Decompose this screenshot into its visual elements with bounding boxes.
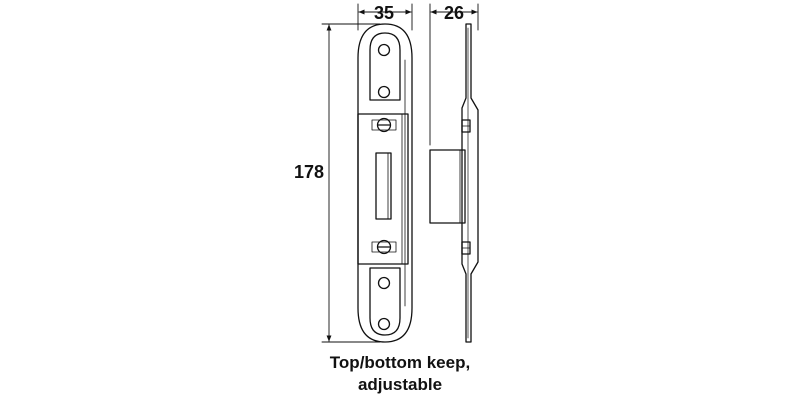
- side-box-housing: [429, 149, 466, 224]
- latch-aperture: [375, 152, 392, 220]
- dimension-depth-label: 26: [444, 3, 464, 23]
- caption-line-1: Top/bottom keep,: [329, 353, 471, 372]
- dimension-height-label: 178: [294, 162, 324, 182]
- top-screw-hole-2: [377, 85, 391, 99]
- side-view: [429, 23, 479, 343]
- dimension-width: [357, 3, 413, 31]
- bottom-screw-hole-2: [377, 317, 391, 331]
- caption-line-2: adjustable: [357, 375, 443, 394]
- side-stud-bottom: [461, 241, 471, 255]
- front-view: [357, 23, 413, 343]
- side-stud-top: [461, 119, 471, 133]
- caption: Top/bottom keep, adjustable: [280, 352, 520, 396]
- strike-block: [357, 113, 409, 265]
- dimension-height: [321, 23, 381, 343]
- dimension-depth: [429, 3, 479, 146]
- bottom-slot-recess: [369, 267, 401, 336]
- adjuster-screw-bottom: [371, 239, 397, 255]
- bottom-screw-hole-1: [377, 276, 391, 290]
- top-slot-recess: [369, 32, 401, 101]
- dimension-width-label: 35: [374, 3, 394, 23]
- adjuster-screw-top: [371, 117, 397, 133]
- side-plate-profile: [461, 23, 479, 343]
- top-screw-hole-1: [377, 43, 391, 57]
- front-plate-outline: [357, 23, 413, 343]
